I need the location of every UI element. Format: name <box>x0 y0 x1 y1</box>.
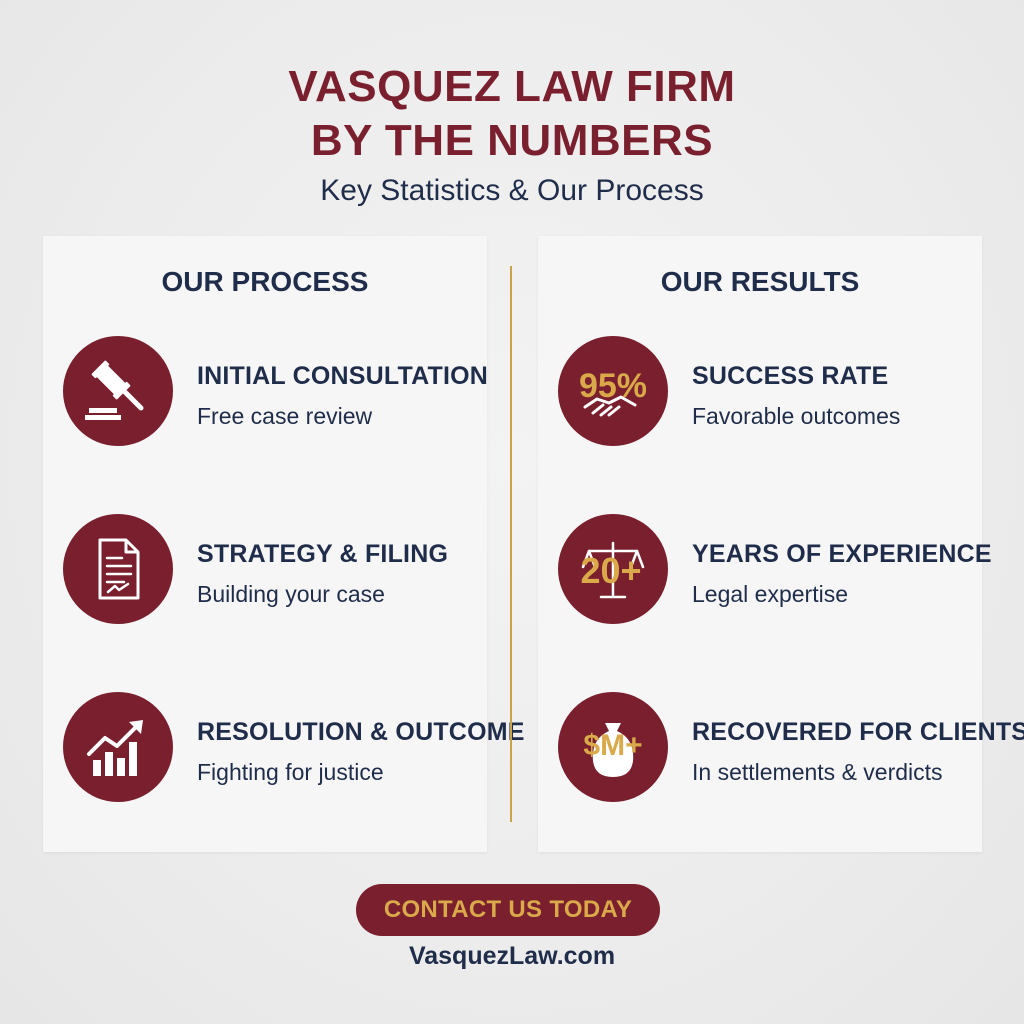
process-item-strategy: STRATEGY & FILING Building your case <box>63 514 483 624</box>
item-desc: In settlements & verdicts <box>692 759 943 785</box>
process-item-resolution: RESOLUTION & OUTCOME Fighting for justic… <box>63 692 524 802</box>
title-line-2: BY THE NUMBERS <box>310 116 714 165</box>
badge-text: 95% <box>579 367 647 405</box>
item-title: INITIAL CONSULTATION <box>197 362 489 390</box>
process-panel: OUR PROCESS INITIAL CONSULTATION Free ca… <box>43 236 524 852</box>
results-item-recovered: $M+ RECOVERED FOR CLIENTS In settlements… <box>558 692 1024 802</box>
results-item-success: 95% SUCCESS RATE Favorable outcomes <box>558 336 978 446</box>
page-title: VASQUEZ LAW FIRM BY THE NUMBERS <box>0 60 1024 168</box>
document-icon <box>63 514 173 624</box>
results-panel: OUR RESULTS 95% SUCCESS RATE Favorable o… <box>538 236 1024 852</box>
website-link[interactable]: VasquezLaw.com <box>408 942 616 970</box>
item-desc: Favorable outcomes <box>692 403 901 429</box>
badge-text: $M+ <box>583 729 642 762</box>
item-desc: Building your case <box>197 581 385 607</box>
process-item-consultation: INITIAL CONSULTATION Free case review <box>63 336 488 446</box>
badge-text: 20+ <box>580 550 641 591</box>
gavel-icon <box>63 336 173 446</box>
process-heading: OUR PROCESS <box>161 266 369 297</box>
item-desc: Legal expertise <box>692 581 848 607</box>
results-heading: OUR RESULTS <box>660 266 860 297</box>
title-line-1: VASQUEZ LAW FIRM <box>288 62 736 111</box>
growth-chart-icon <box>63 692 173 802</box>
contact-us-button[interactable]: CONTACT US TODAY <box>356 884 660 936</box>
item-desc: Fighting for justice <box>197 759 384 785</box>
results-item-experience: 20+ YEARS OF EXPERIENCE Legal expertise <box>558 514 992 624</box>
item-title: YEARS OF EXPERIENCE <box>692 540 992 568</box>
item-title: SUCCESS RATE <box>692 362 889 390</box>
item-title: RESOLUTION & OUTCOME <box>197 718 525 746</box>
page-subtitle: Key Statistics & Our Process <box>320 174 704 207</box>
item-title: STRATEGY & FILING <box>197 540 449 568</box>
item-desc: Free case review <box>197 403 373 429</box>
divider <box>510 266 512 822</box>
item-title: RECOVERED FOR CLIENTS <box>692 718 1024 746</box>
handshake-icon: 95% <box>558 336 668 446</box>
scales-icon: 20+ <box>558 514 668 624</box>
header: VASQUEZ LAW FIRM BY THE NUMBERS Key Stat… <box>0 60 1024 208</box>
money-bag-icon: $M+ <box>558 692 668 802</box>
